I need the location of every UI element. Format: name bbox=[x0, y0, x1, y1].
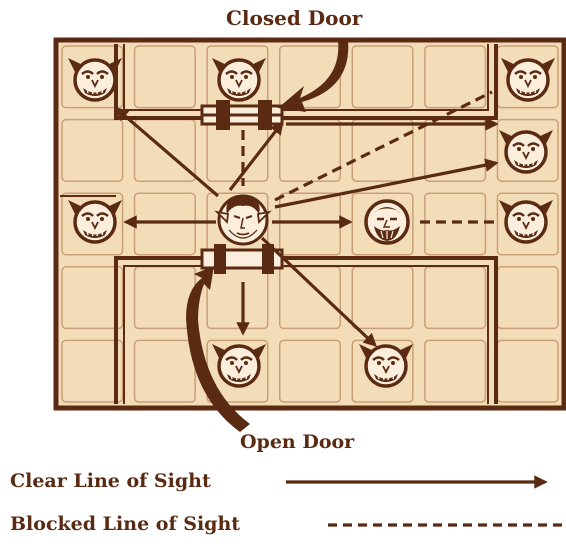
floor-tile bbox=[352, 46, 413, 108]
floor-tile bbox=[135, 267, 196, 329]
floor-tile bbox=[280, 340, 341, 402]
open-door bbox=[202, 244, 282, 274]
closed-door-label: Closed Door bbox=[226, 8, 362, 28]
floor-tile bbox=[497, 340, 558, 402]
legend-clear-label: Clear Line of Sight bbox=[10, 472, 211, 491]
floor-tile bbox=[352, 120, 413, 182]
floor-tile bbox=[62, 340, 123, 402]
floor-tile bbox=[207, 267, 268, 329]
floor-tile bbox=[62, 120, 123, 182]
floor-tile bbox=[62, 267, 123, 329]
open-door-label: Open Door bbox=[240, 433, 354, 452]
floor-tile bbox=[425, 193, 486, 255]
floor-tile bbox=[135, 193, 196, 255]
legend-blocked-label: Blocked Line of Sight bbox=[10, 515, 240, 534]
floor-tile bbox=[280, 267, 341, 329]
closed-door bbox=[202, 100, 282, 130]
floor-tile bbox=[135, 46, 196, 108]
floor-tile bbox=[425, 340, 486, 402]
dwarf-icon bbox=[366, 201, 408, 243]
elf-hero-icon bbox=[217, 196, 269, 244]
floor-tile bbox=[497, 267, 558, 329]
floor-tile bbox=[280, 120, 341, 182]
floor-tile bbox=[135, 340, 196, 402]
floor-tile bbox=[280, 193, 341, 255]
floor-tile bbox=[352, 267, 413, 329]
floor-tile bbox=[425, 267, 486, 329]
